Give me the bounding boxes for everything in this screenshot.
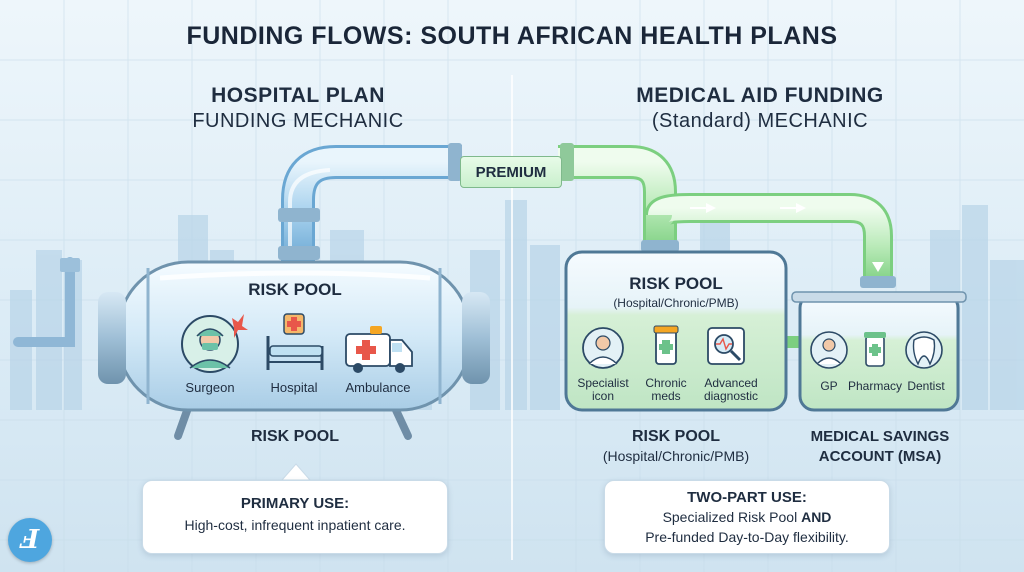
icon-label-specialist: Specialist icon [573,377,633,403]
tank-label: RISK POOL [248,280,342,299]
gp-doctor-icon [810,331,848,369]
ambulance-icon [345,326,413,373]
icon-label-diagnostic: Advanced diagnostic [694,377,768,403]
chronic-label-line1: Chronic [645,376,687,390]
left-heading-line2: FUNDING MECHANIC [192,110,404,132]
callout-pointer [280,463,312,481]
icon-label-hospital: Hospital [270,380,318,395]
icon-label-gp: GP [820,379,838,393]
left-callout-title: PRIMARY USE: [240,495,350,512]
hospital-bed-icon [266,313,324,370]
risk-pool-caption-line1: RISK POOL [631,428,720,445]
premium-pipe-right [558,143,896,348]
brand-logo-icon: Ⅎ [8,518,52,562]
right-heading-line2: (Standard) MECHANIC [651,110,869,132]
specialist-doctor-icon [582,327,624,369]
icon-label-ambulance: Ambulance [345,380,411,395]
right-callout-line1-bold: AND [801,509,832,525]
surgeon-icon [181,314,248,373]
icon-label-pharmacy: Pharmacy [847,379,903,393]
icon-label-dentist: Dentist [907,379,945,393]
right-callout-title: TWO-PART USE: [687,489,807,506]
risk-pool-tank [98,260,490,440]
right-heading-line1: MEDICAL AID FUNDING [636,84,884,107]
left-heading-line1: HOSPITAL PLAN [211,84,385,107]
icon-label-chronic: Chronic meds [636,377,696,403]
specialist-label-line1: Specialist [577,376,629,390]
right-callout-line1: Specialized Risk Pool AND [605,509,889,525]
msa-caption-line1: MEDICAL SAVINGS [810,428,950,445]
chronic-label-line2: meds [651,389,681,403]
inlet-pipe [13,257,75,347]
tooth-icon [905,331,943,369]
diagnostic-scan-icon [707,327,745,365]
risk-pool-subtitle: (Hospital/Chronic/PMB) [613,296,739,310]
pharmacy-bottle-icon [864,332,886,367]
page-title: FUNDING FLOWS: SOUTH AFRICAN HEALTH PLAN… [186,22,838,50]
right-callout-line1-text: Specialized Risk Pool [662,509,802,525]
left-callout-text: High-cost, infrequent inpatient care. [184,517,406,533]
right-callout-line2: Pre-funded Day-to-Day flexibility. [645,529,849,545]
premium-label: PREMIUM [460,156,562,188]
diagnostic-label-line1: Advanced [704,376,758,390]
left-caption: RISK POOL [250,428,339,445]
risk-pool-title: RISK POOL [629,274,723,293]
diagnostic-label-line2: diagnostic [703,389,759,403]
msa-caption-line2: ACCOUNT (MSA) [818,448,942,465]
right-callout: TWO-PART USE: Specialized Risk Pool AND … [604,480,890,554]
risk-pool-caption-line2: (Hospital/Chronic/PMB) [602,448,750,464]
pill-bottle-icon [653,325,679,365]
premium-pipe-left [278,143,462,262]
icon-label-surgeon: Surgeon [185,380,235,395]
specialist-label-line2: icon [591,389,614,403]
left-callout: PRIMARY USE: High-cost, infrequent inpat… [142,480,448,554]
